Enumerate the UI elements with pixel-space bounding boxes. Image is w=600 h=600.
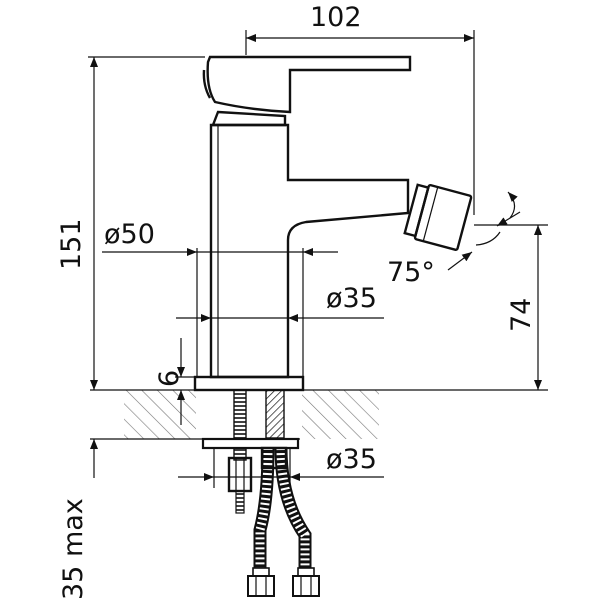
mounting-hardware xyxy=(201,389,320,597)
outlet-height-label: 74 xyxy=(506,298,537,332)
base-thickness-label: 6 xyxy=(154,370,185,387)
lever-handle xyxy=(206,55,412,114)
dim-spout-reach: 102 xyxy=(245,2,475,215)
dim-base-thickness: 6 xyxy=(154,338,195,425)
mounting-diameter-label: ø35 xyxy=(326,444,377,475)
threaded-rod xyxy=(233,389,247,439)
faucet-body xyxy=(193,55,473,392)
max-countertop-label: 35 max xyxy=(58,498,89,600)
aerator xyxy=(403,183,473,251)
dim-mounting-diameter: ø35 xyxy=(178,444,384,488)
countertop-section xyxy=(90,389,548,440)
dim-max-countertop: 35 max xyxy=(58,439,98,600)
spout-reach-label: 102 xyxy=(310,2,362,33)
base-diameter-label: ø35 xyxy=(326,283,377,314)
mounting-plate xyxy=(201,437,300,450)
dim-base-diameter: ø35 xyxy=(176,283,384,322)
total-height-label: 151 xyxy=(56,218,87,270)
dim-outlet-height: 74 xyxy=(506,225,542,390)
supply-hoses xyxy=(247,446,320,597)
fixing-nut xyxy=(227,456,253,514)
dim-total-height: 151 xyxy=(56,56,205,390)
dim-body-diameter: ø50 xyxy=(102,219,338,377)
aerator-angle-label: 75° xyxy=(387,257,435,288)
body-diameter-label: ø50 xyxy=(104,219,155,250)
base-ring xyxy=(193,375,305,392)
faucet-column xyxy=(209,123,410,379)
